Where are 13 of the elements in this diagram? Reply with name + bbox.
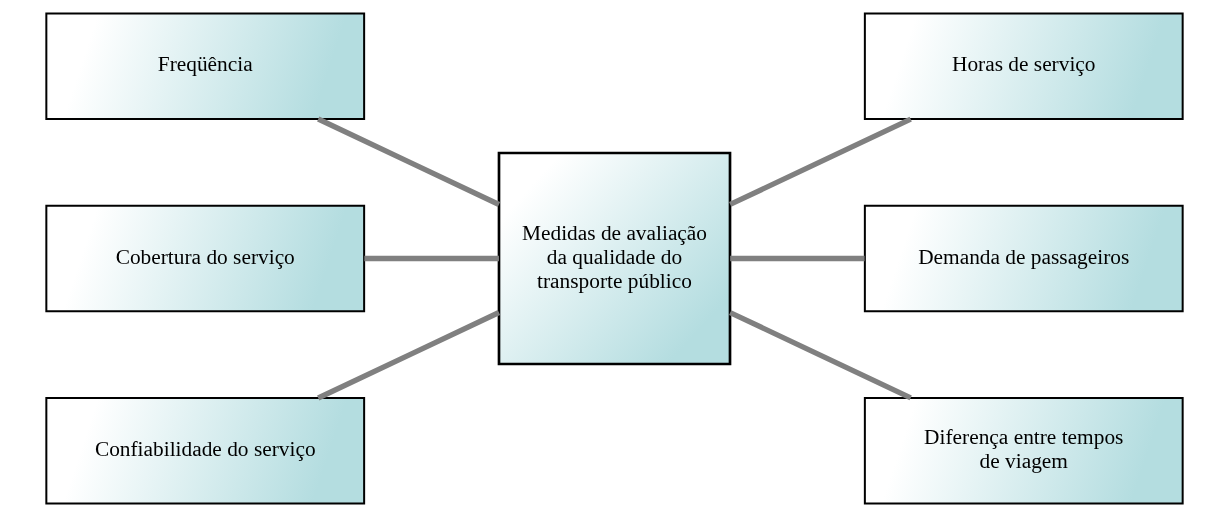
connector [729,116,912,207]
connector [730,255,865,262]
node-box: Freqüência [45,12,366,120]
node-box: Confiabilidade do serviço [45,397,366,505]
connector [364,255,499,262]
node-box: Medidas de avaliação da qualidade do transporte público [497,151,732,366]
connector [729,310,912,401]
node-box: Horas de serviço [863,12,1184,120]
node-box: Diferença entre tempos de viagem [863,397,1184,505]
connector [317,116,501,207]
connector [317,310,501,401]
node-box: Cobertura do serviço [45,204,366,313]
node-box: Demanda de passageiros [863,204,1184,313]
